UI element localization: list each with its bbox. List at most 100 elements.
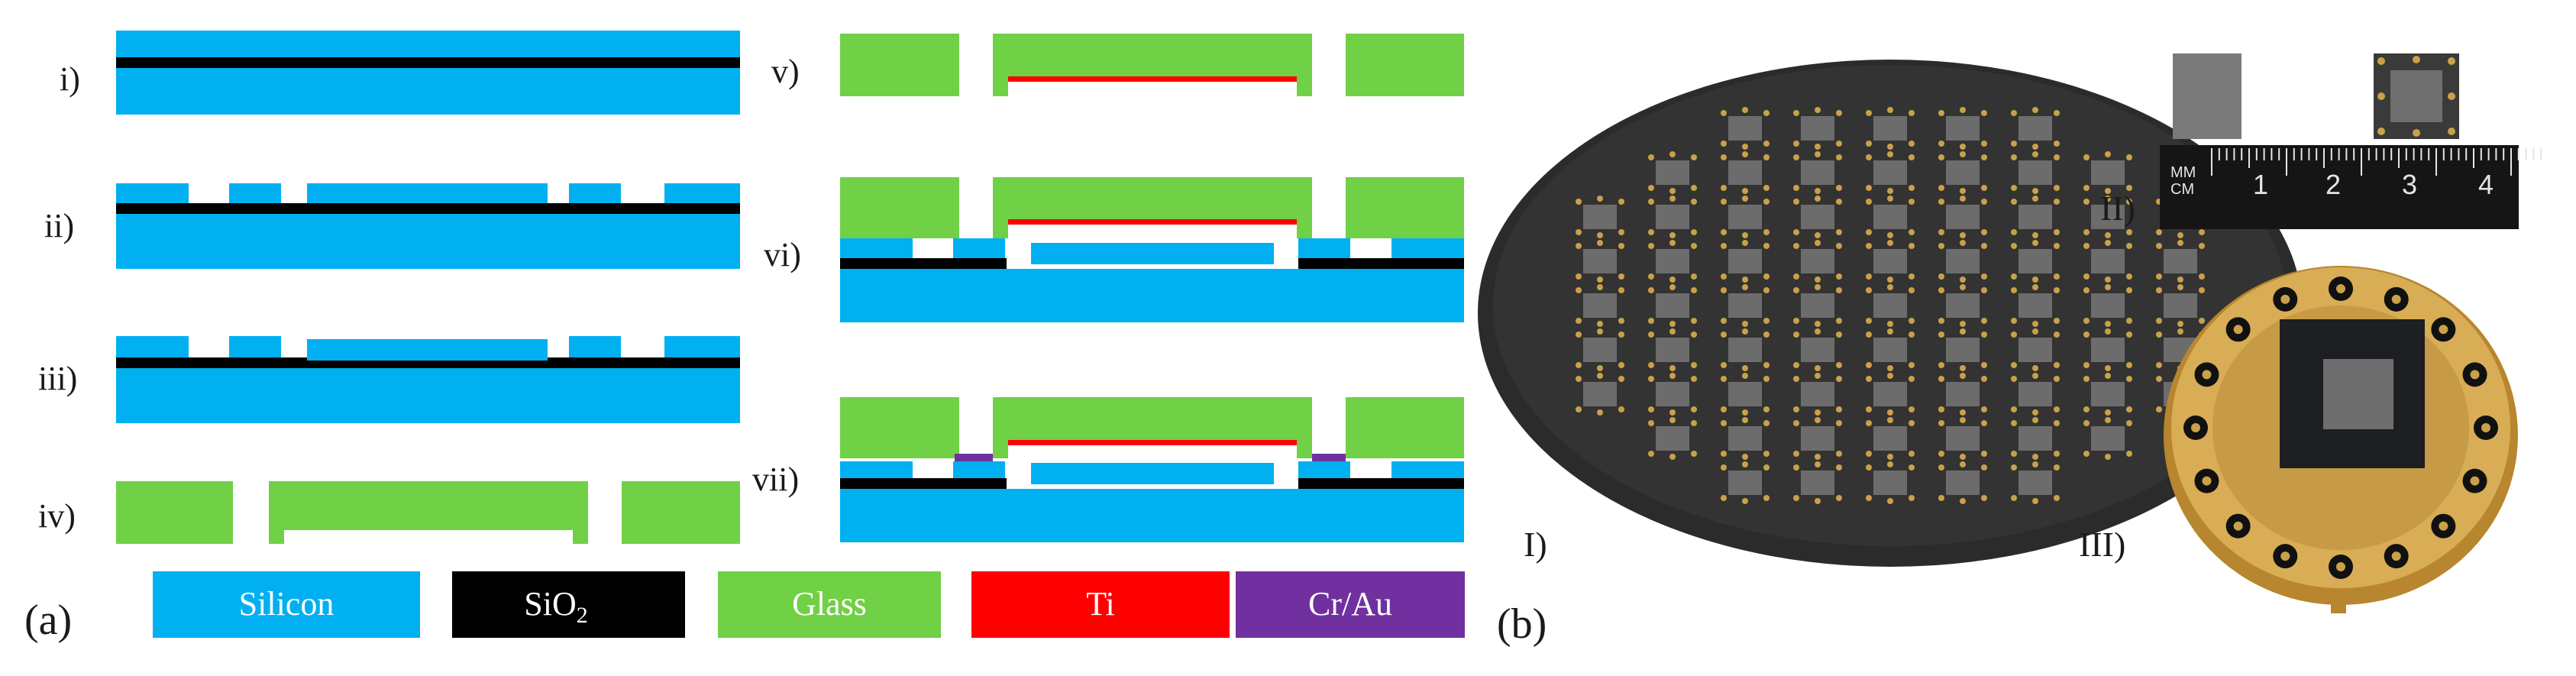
wafer-die — [1728, 205, 1762, 229]
wafer-die-pad — [1742, 409, 1748, 416]
wafer-die-pad — [2054, 154, 2060, 160]
wafer-die — [2018, 160, 2052, 185]
wafer-die-pad — [2032, 240, 2038, 246]
step-iii-diagram — [116, 336, 740, 423]
wafer-die — [1656, 160, 1689, 185]
wafer-die-pad — [1721, 406, 1727, 412]
wafer-die-pad — [1793, 199, 1799, 205]
wafer-die-pad — [1887, 498, 1893, 504]
wafer-die-pad — [1815, 196, 1821, 202]
wafer-die — [2018, 426, 2052, 451]
wafer-die-pad — [1887, 240, 1893, 246]
wafer-die-pad — [1669, 328, 1676, 335]
wafer-die-pad — [2105, 277, 2111, 283]
wafer-die-pad — [1763, 420, 1770, 426]
wafer-die-pad — [1909, 406, 1915, 412]
wafer-die-pad — [1815, 417, 1821, 423]
chip-ruler-photo: MM CM 1 2 3 4 — [2160, 53, 2542, 229]
wafer-die-pad — [2032, 277, 2038, 283]
wafer-die — [2164, 249, 2197, 273]
wafer-die-pad — [1691, 185, 1697, 191]
wafer-die-pad — [1938, 362, 1944, 368]
wafer-die-pad — [1938, 185, 1944, 191]
wafer-die-pad — [1815, 277, 1821, 283]
wafer-die-pad — [2054, 185, 2060, 191]
wafer-die-pad — [1938, 406, 1944, 412]
wafer-die-pad — [1721, 420, 1727, 426]
step-label-vi: vi) — [764, 236, 801, 273]
ruler-tick — [2413, 148, 2415, 160]
wafer-die-pad — [2083, 185, 2090, 191]
wafer-die-pad — [1691, 420, 1697, 426]
wafer-die-pad — [2011, 318, 2017, 324]
wafer-die-pad — [1960, 240, 1966, 246]
wafer-die-pad — [2054, 332, 2060, 338]
ruler-tick — [2517, 148, 2519, 160]
wafer-die-pad — [1815, 240, 1821, 246]
ruler-tick — [2278, 148, 2280, 160]
wafer-die-pad — [2054, 243, 2060, 249]
wafer-die-pad — [1887, 328, 1893, 335]
wafer-die-pad — [2032, 417, 2038, 423]
wafer-die-pad — [1887, 232, 1893, 238]
wafer-die-pad — [1981, 406, 1987, 412]
ruler-tick — [2368, 148, 2370, 160]
ruler-tick — [2458, 148, 2460, 160]
wafer-die-pad — [1909, 243, 1915, 249]
wafer-die-pad — [1887, 373, 1893, 379]
wafer-die-pad — [1669, 188, 1676, 194]
wafer-die-pad — [2105, 284, 2111, 290]
wafer-die-pad — [1887, 409, 1893, 416]
wafer-die-pad — [1648, 185, 1654, 191]
wafer-die-pad — [1763, 199, 1770, 205]
legend-crau-swatch — [1236, 571, 1465, 638]
wafer-die-pad — [1576, 273, 1582, 280]
pin-hole-contact — [2233, 325, 2243, 335]
wafer-die-pad — [1981, 273, 1987, 280]
ruler-tick — [2465, 148, 2468, 160]
wafer-die-pad — [1721, 287, 1727, 293]
step-label-v: v) — [771, 53, 800, 90]
wafer-die-pad — [2032, 107, 2038, 113]
wafer-die — [1656, 205, 1689, 229]
wafer-die-pad — [1887, 454, 1893, 460]
wafer-die-pad — [1742, 240, 1748, 246]
wafer-die-pad — [1763, 376, 1770, 382]
wafer-die-pad — [1618, 318, 1624, 324]
wafer-die-pad — [1981, 154, 1987, 160]
wafer-die-pad — [1793, 110, 1799, 116]
wafer-die-pad — [1836, 229, 1842, 235]
wafer-die-array — [1576, 107, 2205, 504]
wafer-die — [1801, 426, 1834, 451]
wafer-die-pad — [1691, 332, 1697, 338]
wafer-die — [1728, 338, 1762, 362]
wafer-die-pad — [2105, 188, 2111, 194]
wafer-die-pad — [2032, 151, 2038, 157]
wafer-die-pad — [1597, 409, 1603, 416]
wafer-die — [1656, 426, 1689, 451]
wafer-die — [1873, 116, 1907, 141]
wafer-die-pad — [1909, 495, 1915, 501]
wafer-die — [1946, 160, 1980, 185]
wafer-die-pad — [1981, 141, 1987, 147]
wafer-die-pad — [2011, 332, 2017, 338]
bare-chip — [2173, 53, 2241, 139]
wafer-die-pad — [1742, 328, 1748, 335]
step-label-iii: iii) — [38, 360, 77, 397]
wafer-die-pad — [1909, 287, 1915, 293]
wafer-die-pad — [1669, 417, 1676, 423]
wafer-die-pad — [1793, 185, 1799, 191]
wafer-die — [2091, 249, 2125, 273]
ruler-tick — [2442, 148, 2445, 160]
pin-hole-contact — [2202, 370, 2212, 380]
wafer-die-pad — [1960, 107, 1966, 113]
wafer-die-pad — [1576, 199, 1582, 205]
wafer-die-pad — [1866, 243, 1872, 249]
wafer-die-pad — [1597, 232, 1603, 238]
wafer-die-pad — [2083, 229, 2090, 235]
wafer-die-pad — [2126, 332, 2132, 338]
wafer-die-pad — [1618, 332, 1624, 338]
wafer-die-pad — [1866, 451, 1872, 457]
wafer-die-pad — [2156, 332, 2162, 338]
photo-label-ii: II) — [2100, 189, 2135, 228]
